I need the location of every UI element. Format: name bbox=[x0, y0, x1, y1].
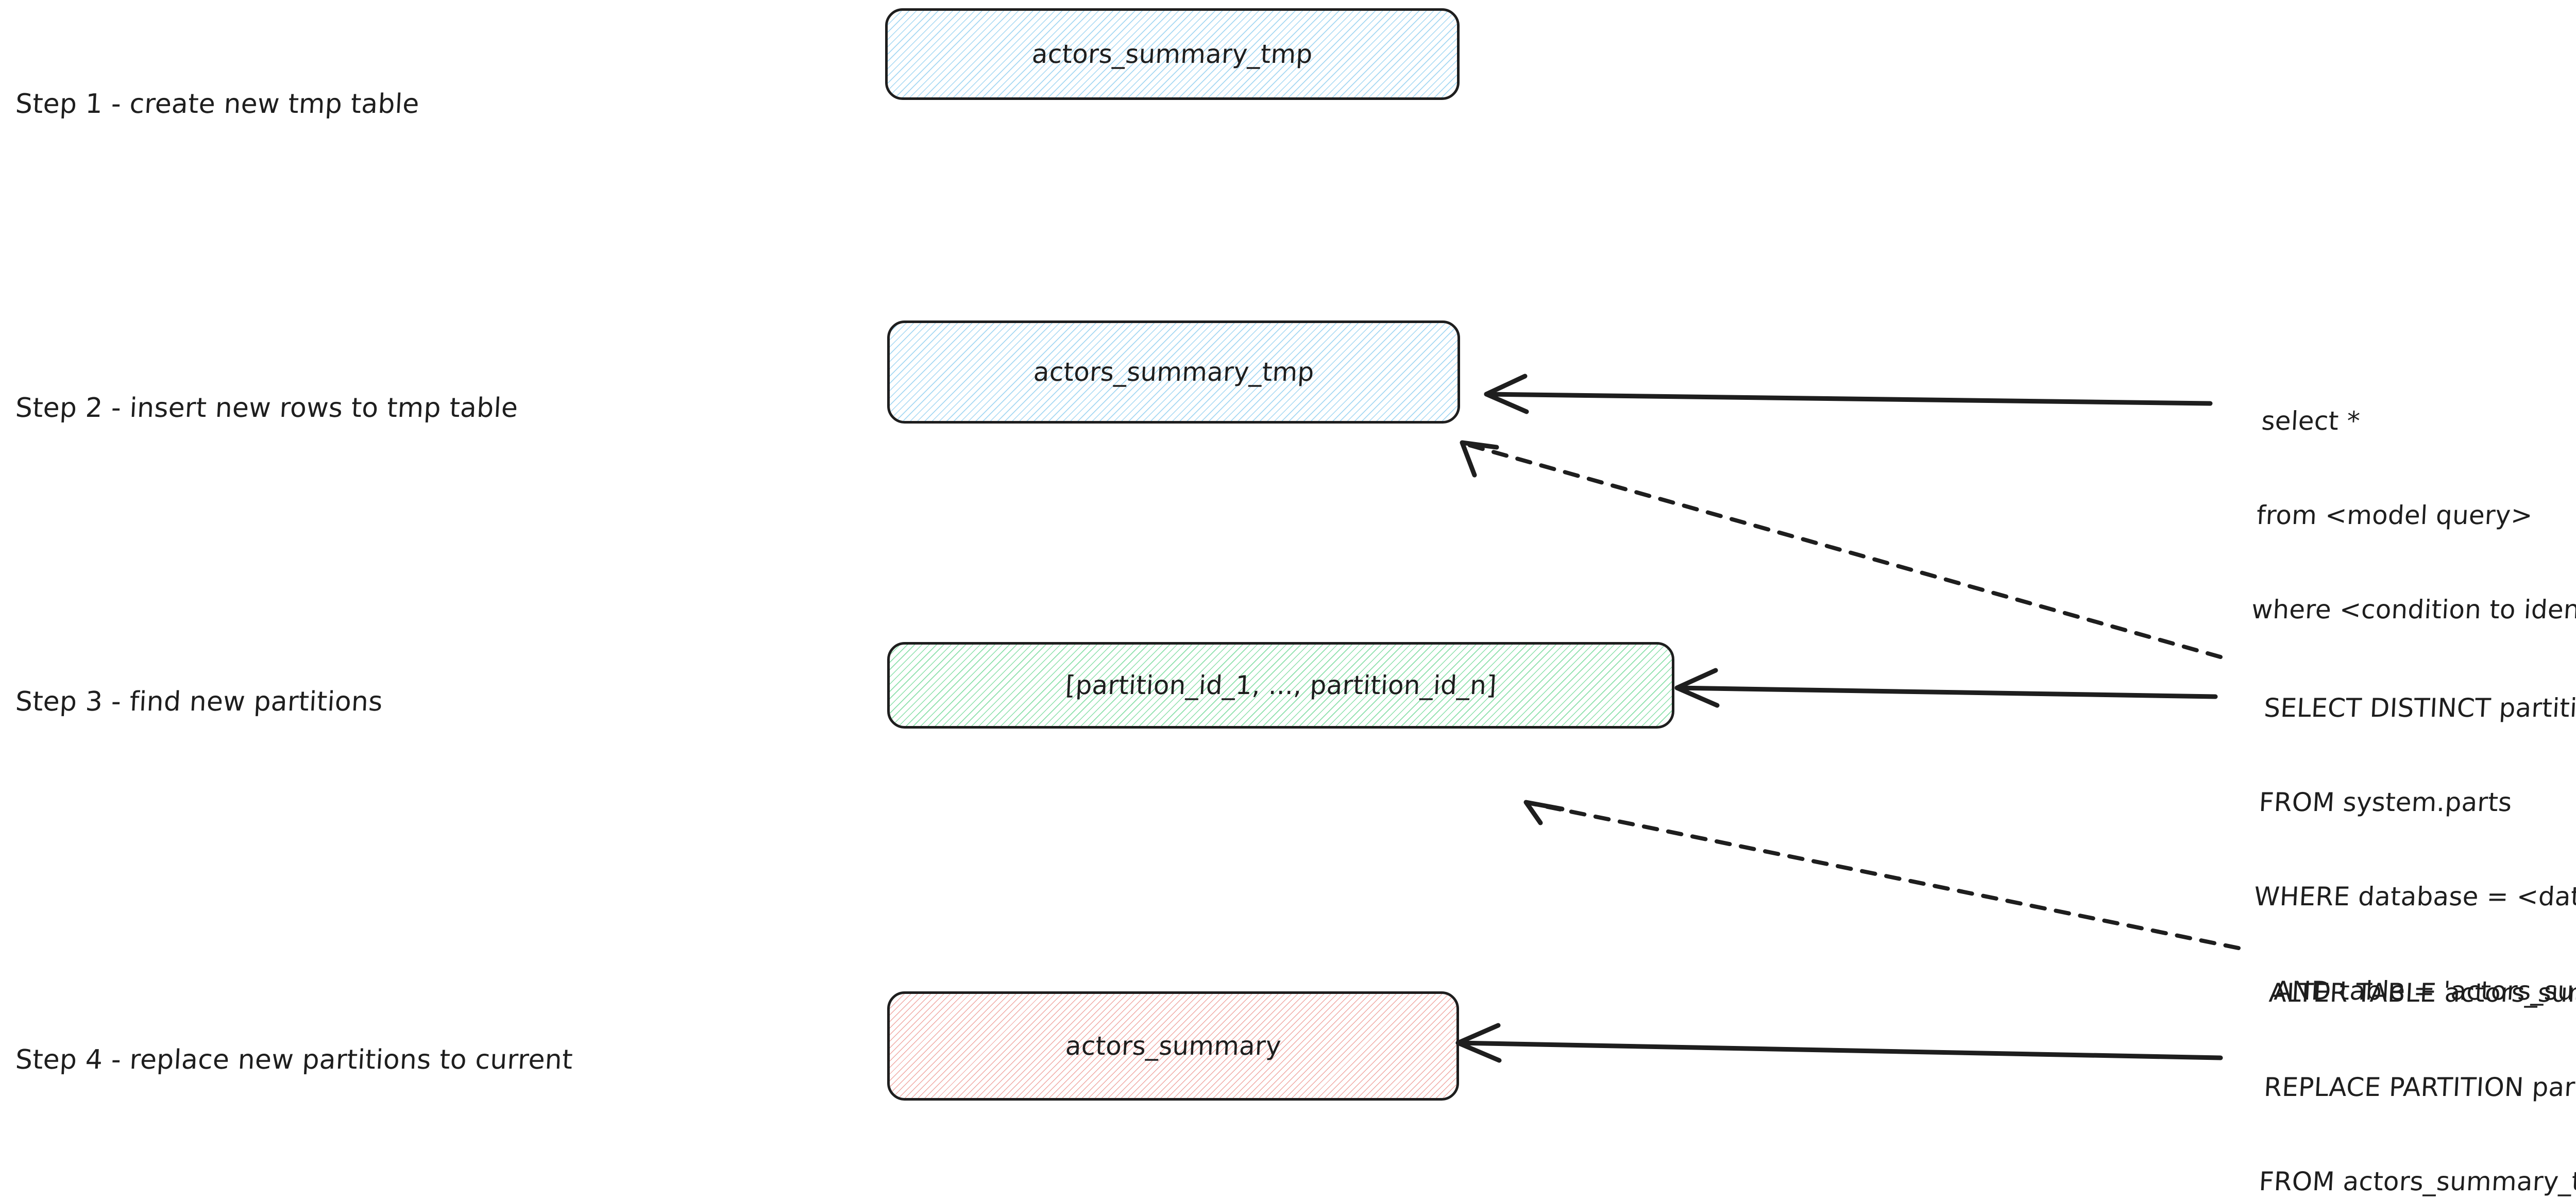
sql-block-step-4: ALTER TABLE actors_summary REPLACE PARTI… bbox=[2240, 915, 2576, 1199]
node-label: actors_summary bbox=[1064, 1031, 1282, 1061]
step-label-4: Step 4 - replace new partitions to curre… bbox=[14, 1044, 574, 1075]
step-label-1: Step 1 - create new tmp table bbox=[14, 89, 420, 120]
sql-line: SELECT DISTINCT partition_id bbox=[2263, 693, 2576, 723]
sql-line: WHERE database = <database> bbox=[2253, 882, 2576, 911]
node-label: [partition_id_1, ..., partition_id_n] bbox=[1064, 670, 1497, 700]
node-actors-summary-tmp-step1[interactable]: actors_summary_tmp bbox=[885, 8, 1460, 100]
arrow-sql3-to-tmp2 bbox=[1460, 440, 2223, 659]
sql-line: select * bbox=[2261, 406, 2361, 436]
step-label-2: Step 2 - insert new rows to tmp table bbox=[14, 393, 519, 424]
step-label-3: Step 3 - find new partitions bbox=[14, 686, 384, 717]
sql-line: where <condition to identify new> bbox=[2250, 595, 2576, 624]
sql-line: REPLACE PARTITION partition_id_1 bbox=[2263, 1072, 2576, 1102]
node-label: actors_summary_tmp bbox=[1032, 357, 1315, 387]
arrow-sql4-to-partitions bbox=[1523, 800, 2241, 950]
node-partition-id-list[interactable]: [partition_id_1, ..., partition_id_n] bbox=[887, 642, 1674, 729]
arrow-sql4-to-summary bbox=[1455, 1023, 2223, 1063]
sql-line: FROM actors_summary_tmp, bbox=[2258, 1167, 2576, 1196]
node-label: actors_summary_tmp bbox=[1031, 39, 1314, 69]
sql-line: FROM system.parts bbox=[2258, 787, 2513, 817]
sql-line: from <model query> bbox=[2256, 500, 2534, 530]
arrow-sql3-to-partitions bbox=[1674, 668, 2218, 708]
node-actors-summary[interactable]: actors_summary bbox=[887, 991, 1459, 1101]
arrow-sql2-to-tmp2 bbox=[1484, 374, 2213, 414]
node-actors-summary-tmp-step2[interactable]: actors_summary_tmp bbox=[887, 320, 1460, 424]
sql-line: ALTER TABLE actors_summary bbox=[2268, 978, 2576, 1008]
